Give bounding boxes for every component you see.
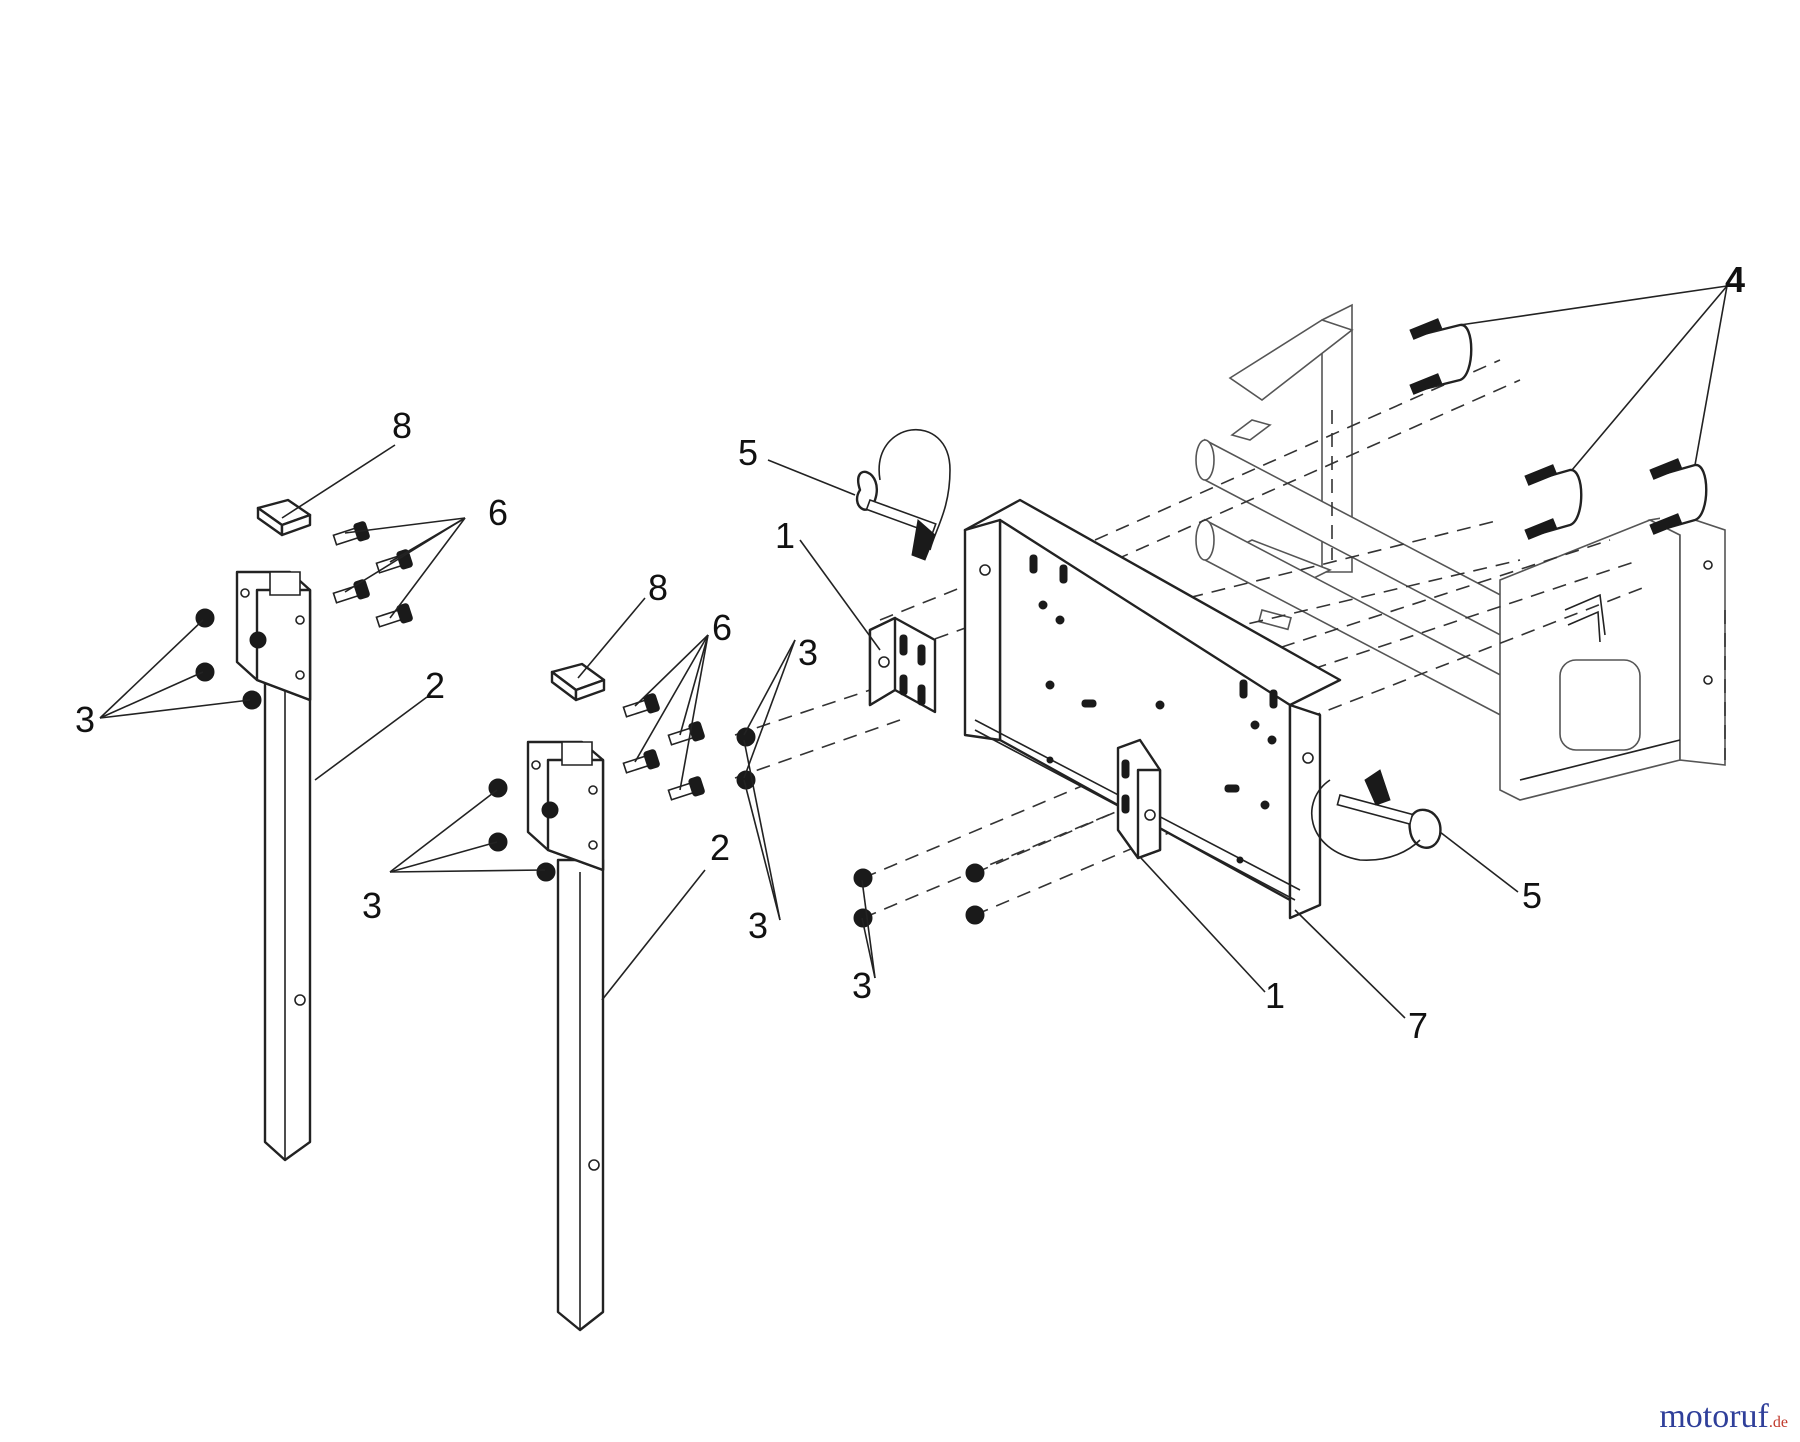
u-bolts (1409, 318, 1708, 540)
callout-5-bottom: 5 (1522, 875, 1542, 916)
callout-4: 4 (1725, 259, 1745, 300)
callout-3-tray-lower-left: 3 (748, 905, 768, 946)
callout-6-middle: 6 (712, 607, 732, 648)
middle-stand-bolts (622, 693, 705, 801)
leader-lines (99, 285, 1728, 1019)
callout-3-tray-lower: 3 (852, 965, 872, 1006)
hitch-pin-bottom (1311, 769, 1442, 861)
callout-1-bottom: 1 (1265, 975, 1285, 1016)
left-angle-bracket (868, 616, 937, 714)
watermark-logo: motoruf.de (1659, 1398, 1788, 1436)
callout-8-middle: 8 (648, 567, 668, 608)
callout-2-middle: 2 (710, 827, 730, 868)
left-post-cap (256, 498, 312, 537)
callout-6-left: 6 (488, 492, 508, 533)
hitch-pin-top (855, 428, 951, 561)
callout-labels: 8 6 3 2 8 6 3 2 5 1 3 3 3 1 7 5 4 (75, 259, 1745, 1046)
callout-8-left: 8 (392, 405, 412, 446)
watermark-brand: motoruf (1659, 1398, 1769, 1435)
middle-stand-nuts (488, 778, 556, 882)
callout-3-tray-upper: 3 (798, 632, 818, 673)
callout-2-left: 2 (425, 665, 445, 706)
callout-7: 7 (1408, 1005, 1428, 1046)
callout-1-top: 1 (775, 515, 795, 556)
callout-3-left: 3 (75, 699, 95, 740)
mounting-tray (963, 498, 1342, 920)
left-stand-post (235, 570, 312, 1162)
right-angle-bracket (1116, 738, 1162, 860)
callout-3-middle: 3 (362, 885, 382, 926)
watermark-tld: .de (1768, 1414, 1788, 1431)
callout-5-top: 5 (738, 432, 758, 473)
left-stand-nuts (195, 608, 262, 710)
middle-stand-post (526, 740, 605, 1332)
mount-frame-ghost (1195, 303, 1726, 801)
middle-post-cap (550, 662, 606, 702)
